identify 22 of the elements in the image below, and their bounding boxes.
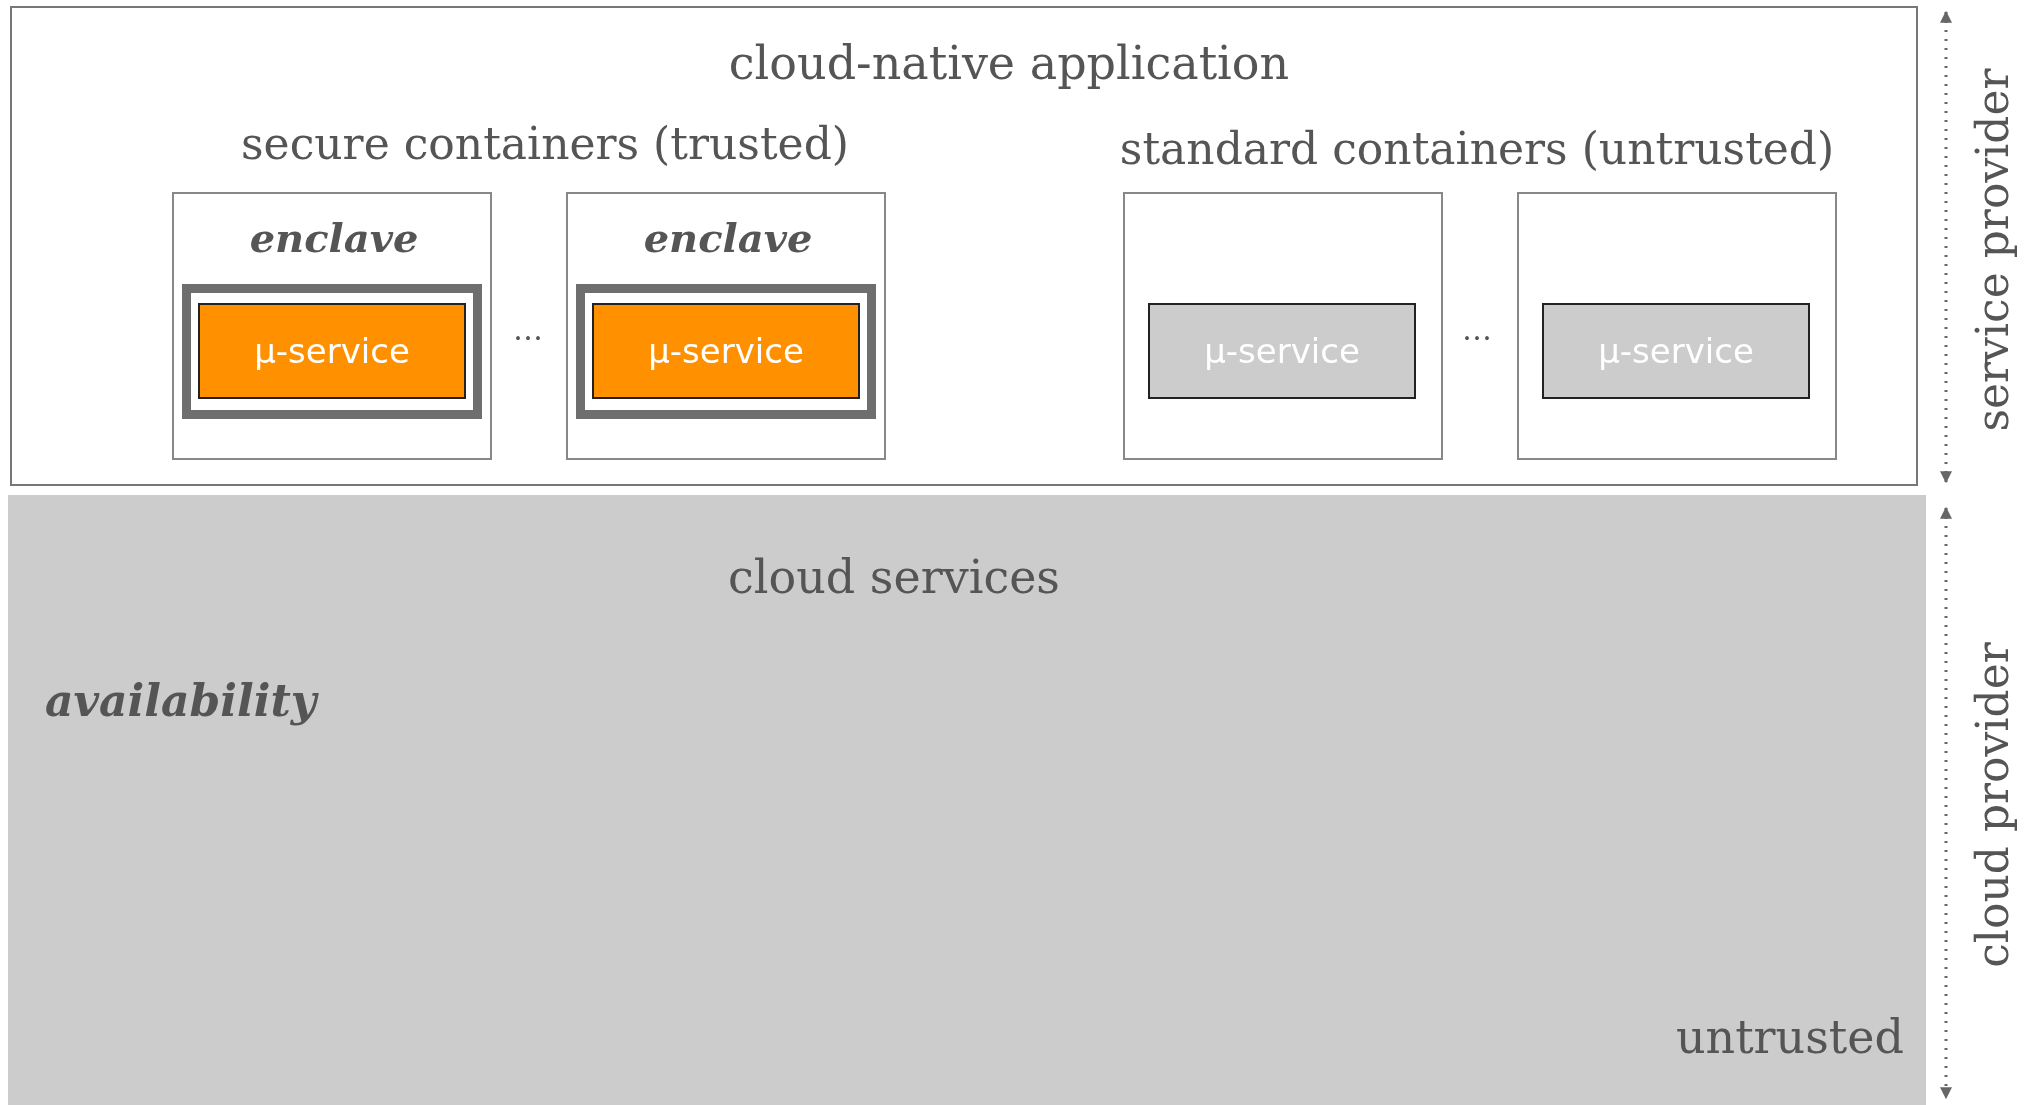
ellipsis: … xyxy=(513,312,543,347)
container-box xyxy=(1517,192,1837,460)
enclave-heading: enclave xyxy=(249,214,419,261)
service-box: μ-service xyxy=(198,303,466,399)
band-title: cloud services xyxy=(728,550,1060,604)
container-box xyxy=(1123,192,1443,460)
application-panel xyxy=(10,6,1918,486)
availability-label: availability xyxy=(45,675,317,726)
trust-label: untrusted xyxy=(1675,1010,1904,1064)
panel-title: cloud-native application xyxy=(728,36,1290,90)
service-box: μ-service xyxy=(592,303,860,399)
ellipsis: … xyxy=(1462,312,1492,347)
layer-label: cloud provider xyxy=(1966,642,2018,968)
enclave-frame xyxy=(576,284,876,419)
container-box xyxy=(172,192,492,460)
container-box xyxy=(566,192,886,460)
layer-label: service provider xyxy=(1966,68,2018,432)
enclave-frame xyxy=(182,284,482,419)
group-heading: secure containers (trusted) xyxy=(241,118,849,169)
enclave-heading: enclave xyxy=(643,214,813,261)
group-heading: standard containers (untrusted) xyxy=(1119,123,1835,174)
cloud-services-band xyxy=(8,495,1926,1105)
